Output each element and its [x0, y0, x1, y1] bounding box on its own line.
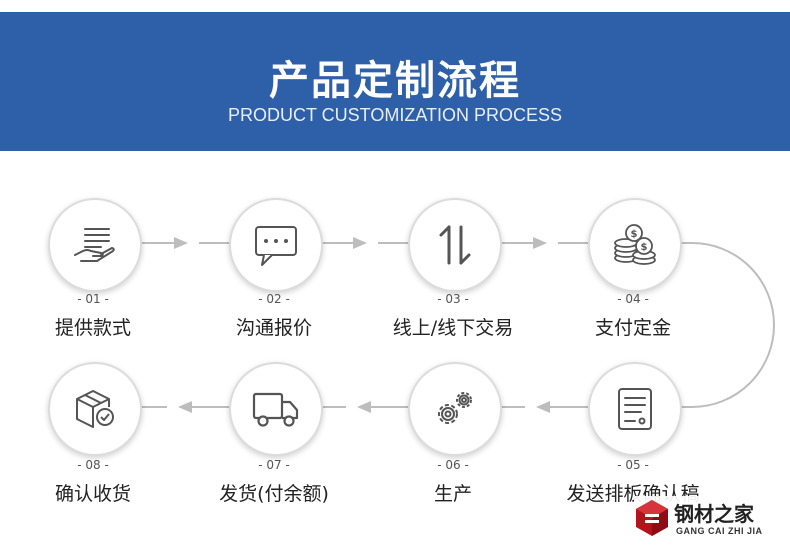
package-check-icon: [76, 390, 114, 428]
site-logo: 钢材之家 GANG CAI ZHI JIA: [634, 496, 790, 542]
page-subtitle: PRODUCT CUSTOMIZATION PROCESS: [227, 105, 563, 125]
step-05-circle[interactable]: [588, 362, 682, 456]
page-title: 产品定制流程: [269, 58, 521, 104]
step-label: 发货(付余额): [219, 483, 329, 505]
step-01-circle[interactable]: [48, 198, 142, 292]
svg-text:$: $: [641, 242, 648, 253]
header-banner: 产品定制流程 PRODUCT CUSTOMIZATION PROCESS: [0, 12, 790, 151]
step-number: - 05 -: [617, 458, 649, 472]
arrow-right-icon: [174, 237, 188, 249]
step-label: 生产: [433, 483, 472, 505]
logo-mark-icon: [636, 500, 668, 536]
step-07-circle[interactable]: [229, 362, 323, 456]
svg-text:$: $: [631, 229, 638, 240]
arrow-right-icon: [533, 237, 547, 249]
step-number: - 07 -: [258, 458, 290, 472]
step-label: 线上/线下交易: [392, 317, 514, 339]
arrow-right-icon: [353, 237, 367, 249]
step-number: - 01 -: [77, 292, 109, 306]
document-icon: [618, 388, 652, 430]
arrow-left-icon: [178, 401, 192, 413]
step-label: 沟通报价: [235, 317, 312, 339]
arrow-left-icon: [536, 401, 550, 413]
step-number: - 02 -: [258, 292, 290, 306]
step-08-circle[interactable]: [48, 362, 142, 456]
hand-document-icon: [74, 228, 115, 262]
step-label: 支付定金: [594, 317, 671, 339]
step-02-circle[interactable]: [229, 198, 323, 292]
gears-icon: [438, 392, 472, 424]
step-number: - 04 -: [617, 292, 649, 306]
exchange-arrows-icon: [439, 225, 471, 265]
chat-bubble-icon: [255, 226, 297, 266]
coins-icon: $ $: [614, 224, 656, 265]
step-03-circle[interactable]: [408, 198, 502, 292]
step-label: 提供款式: [54, 317, 131, 339]
truck-icon: [252, 392, 299, 427]
step-label: 确认收货: [54, 483, 131, 505]
connector-curve: [677, 242, 775, 408]
step-number: - 03 -: [437, 292, 469, 306]
logo-name: 钢材之家: [674, 502, 754, 526]
logo-pinyin: GANG CAI ZHI JIA: [676, 526, 763, 536]
step-04-circle[interactable]: $ $: [588, 198, 682, 292]
arrow-left-icon: [357, 401, 371, 413]
step-number: - 08 -: [77, 458, 109, 472]
step-number: - 06 -: [437, 458, 469, 472]
step-06-circle[interactable]: [408, 362, 502, 456]
